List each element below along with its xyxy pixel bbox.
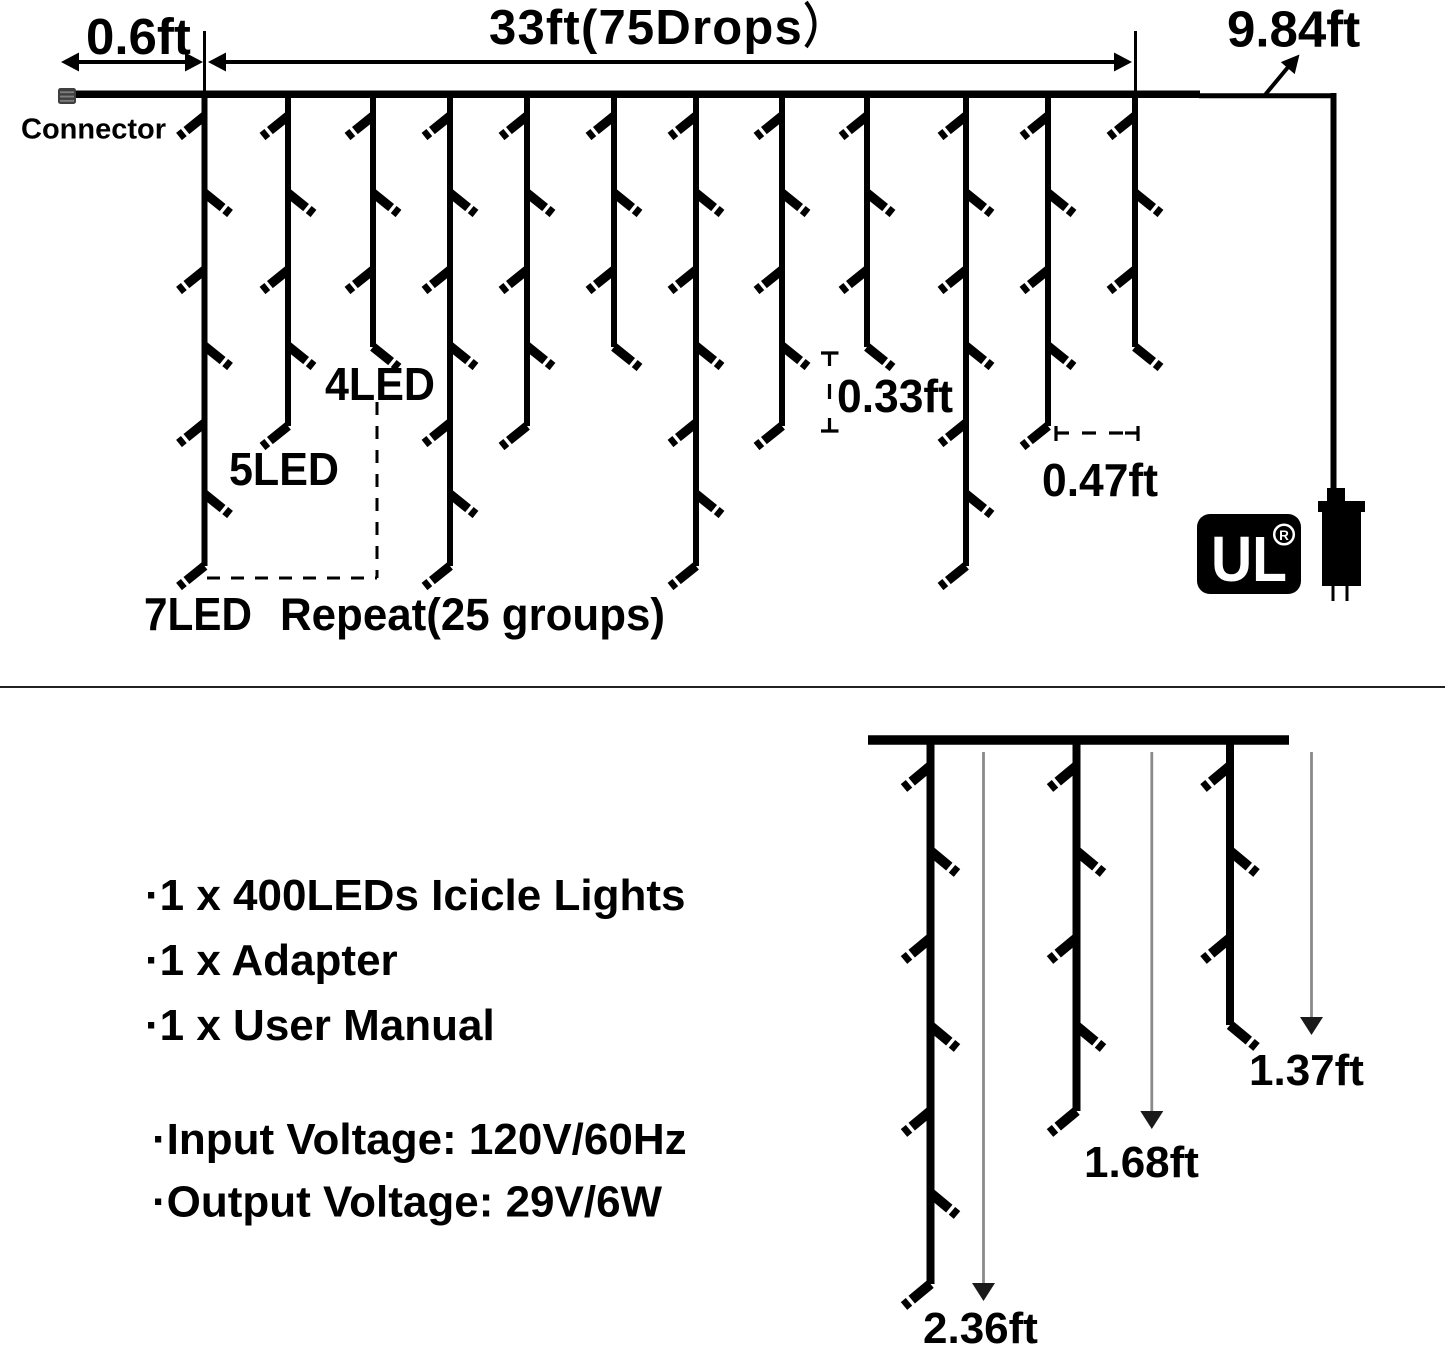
svg-text:·1 x User Manual: ·1 x User Manual [145, 1001, 495, 1050]
svg-text:7LED: 7LED [144, 588, 252, 640]
svg-text:1.68ft: 1.68ft [1084, 1138, 1199, 1187]
svg-text:UL: UL [1211, 523, 1287, 595]
svg-text:Repeat(25 groups): Repeat(25 groups) [280, 589, 665, 640]
svg-text:·1 x 400LEDs Icicle Lights: ·1 x 400LEDs Icicle Lights [145, 871, 685, 920]
svg-text:Connector: Connector [21, 114, 166, 146]
svg-text:0.6ft: 0.6ft [86, 8, 191, 65]
svg-text:1.37ft: 1.37ft [1249, 1046, 1364, 1095]
svg-text:5LED: 5LED [229, 443, 339, 495]
svg-text:0.47ft: 0.47ft [1042, 454, 1158, 506]
svg-text:·Output Voltage: 29V/6W: ·Output Voltage: 29V/6W [152, 1178, 663, 1227]
svg-text:0.33ft: 0.33ft [837, 370, 953, 422]
svg-text:33ft(75Drops: 33ft(75Drops [489, 1, 803, 55]
svg-text:R: R [1279, 528, 1289, 543]
svg-text:·Input Voltage: 120V/60Hz: ·Input Voltage: 120V/60Hz [152, 1115, 687, 1164]
svg-text:4LED: 4LED [325, 358, 435, 410]
svg-text:·1 x Adapter: ·1 x Adapter [145, 936, 398, 985]
svg-text:9.84ft: 9.84ft [1227, 1, 1360, 58]
svg-text:2.36ft: 2.36ft [923, 1304, 1038, 1348]
